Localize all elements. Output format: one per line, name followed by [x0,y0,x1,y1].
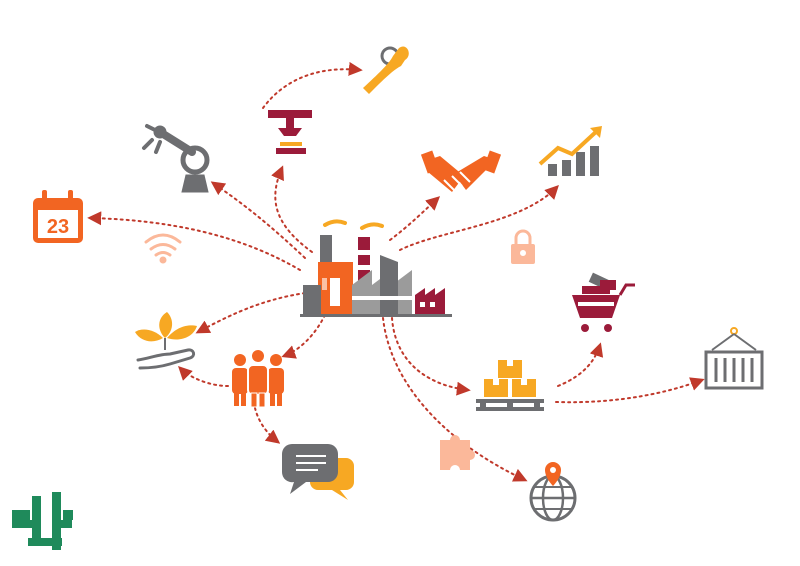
connectors [87,61,705,482]
connector-handshake [389,196,441,241]
puzzle-icon [440,435,475,470]
calendar-icon: 23 [33,190,83,243]
connector-container [555,377,705,404]
connector-plant [195,292,306,334]
connector-chat [254,407,281,444]
shipping-container-icon [704,327,764,390]
connector-globe [382,317,528,482]
people-group-icon [232,348,284,408]
connector-robot-arm [210,181,306,259]
connector-calendar [87,211,301,271]
padlock-icon [511,229,535,264]
growth-chart-icon [538,126,602,176]
connector-growth [399,184,559,251]
pallet-boxes-icon [476,360,544,411]
chat-bubbles-icon [281,444,354,500]
connector-cart [557,342,604,387]
connector-people-plant [178,366,229,387]
connector-people [281,314,326,359]
connector-wrench [262,61,363,109]
company-logo [12,492,73,550]
connector-press [271,165,313,253]
factory-icon [300,219,452,317]
shopping-cart-icon [572,272,635,332]
robot-arm-icon [142,124,210,193]
wifi-icon [144,233,182,264]
handshake-icon [420,150,502,192]
wrench-icon [363,46,409,94]
calendar-day: 23 [47,216,69,238]
connector-boxes [391,317,471,396]
plant-hand-icon [135,312,197,370]
industrial-press-icon [268,110,312,154]
globe-location-icon [529,462,577,522]
